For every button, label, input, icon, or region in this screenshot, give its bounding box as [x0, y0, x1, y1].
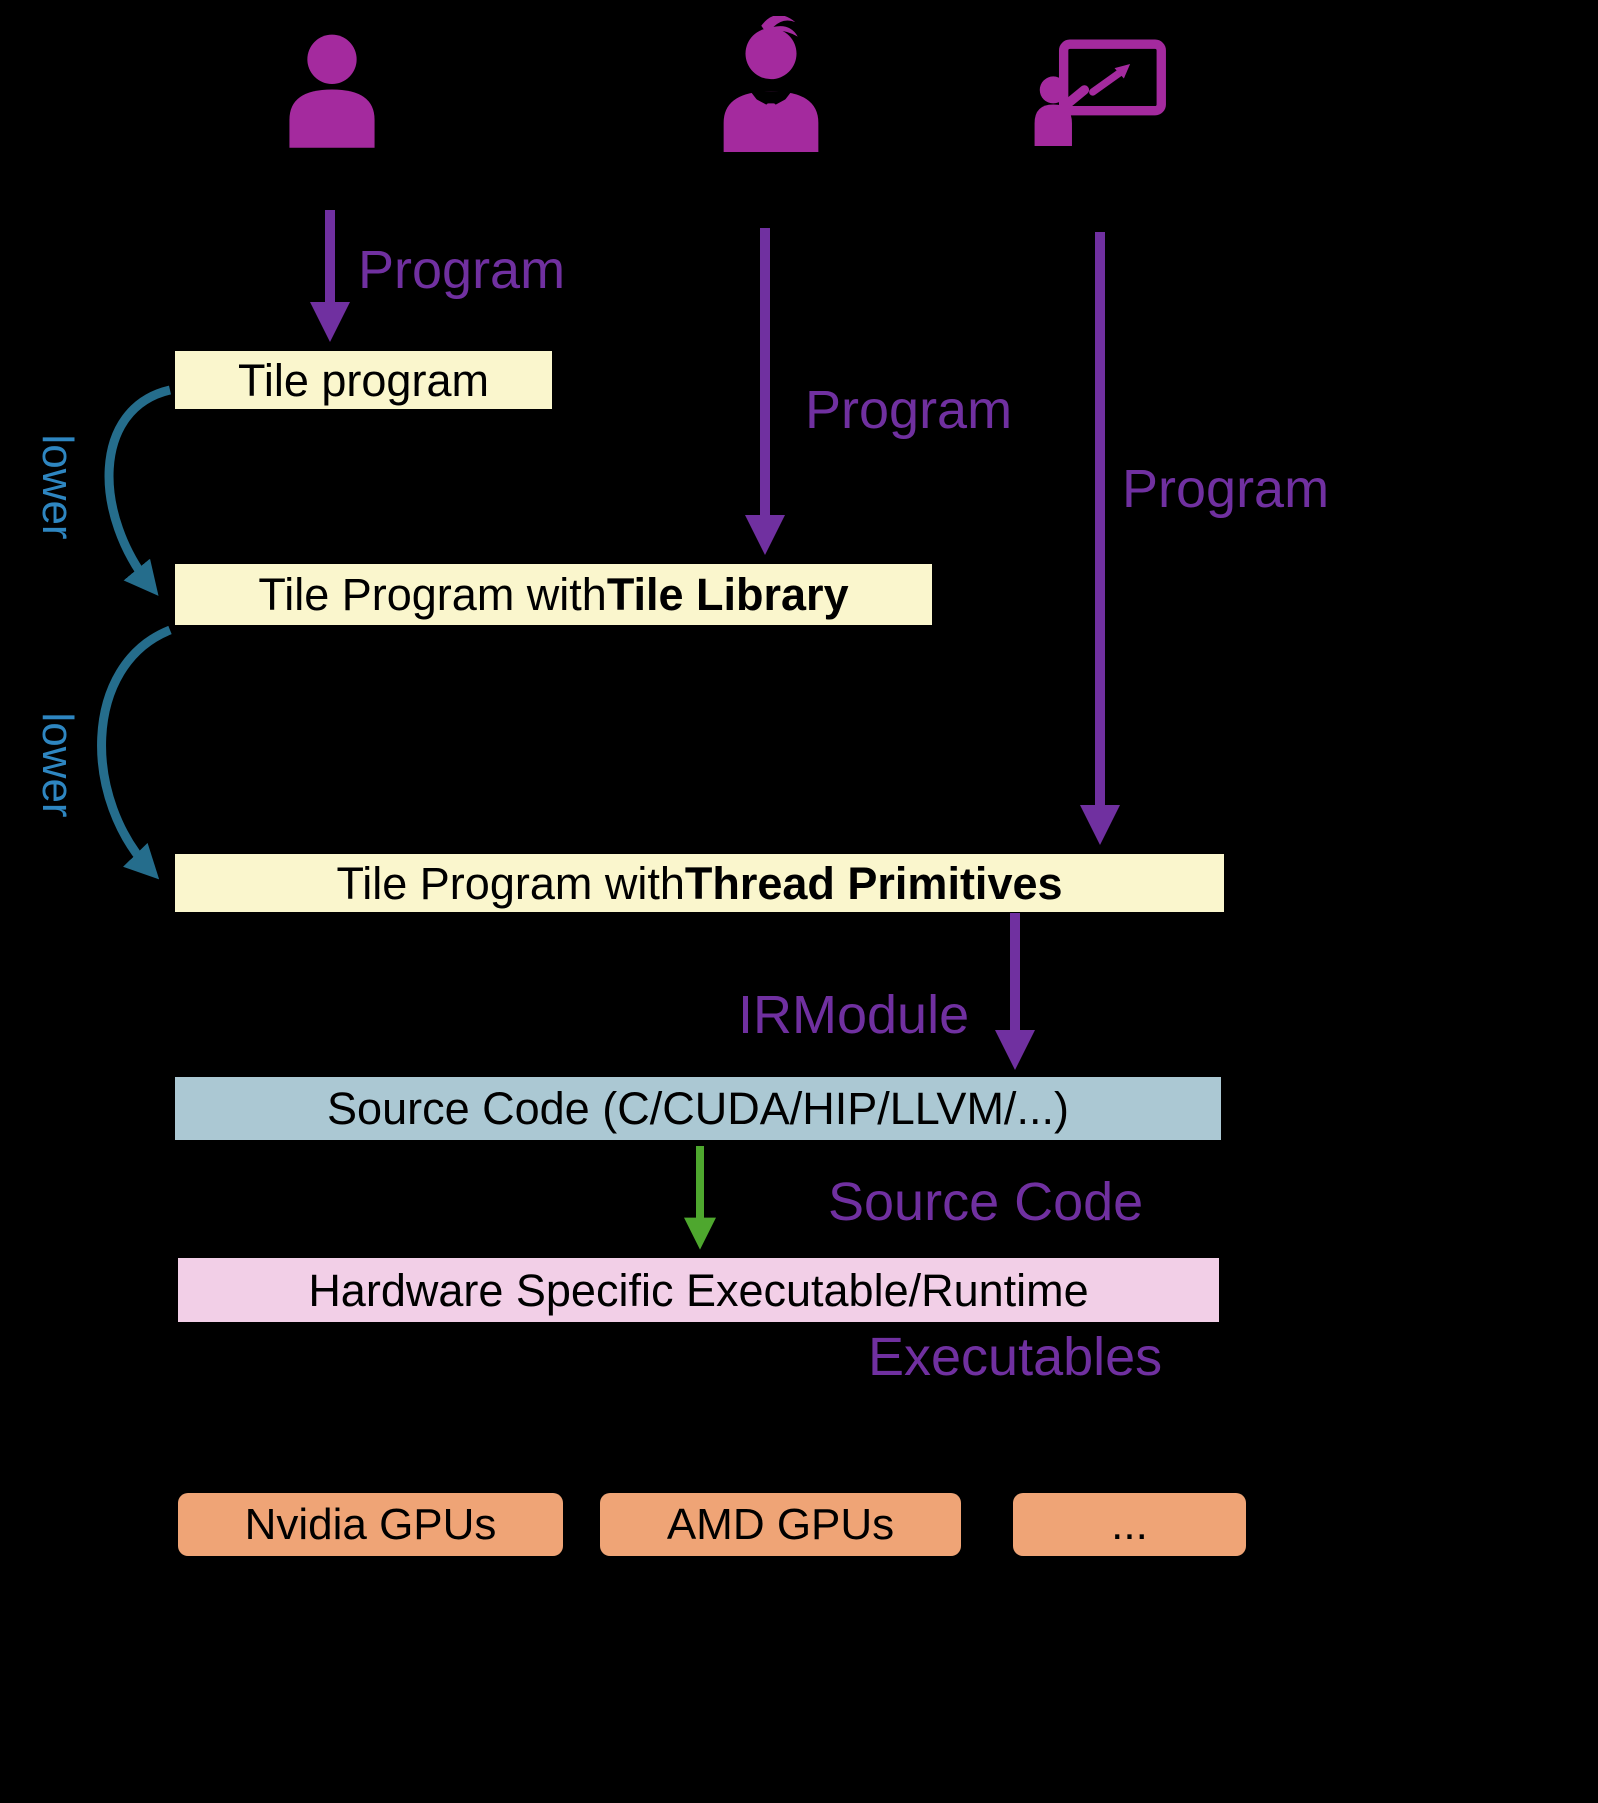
thread-primitives-bold: Thread Primitives: [684, 857, 1063, 909]
source-code-text: Source Code (C/CUDA/HIP/LLVM/...): [327, 1083, 1069, 1134]
source-code-label: Source Code: [828, 1172, 1144, 1232]
thread-primitives-box: Tile Program with Thread Primitives: [175, 854, 1224, 912]
presenter-board-icon: [1034, 39, 1166, 146]
target-other-text: ...: [1111, 1499, 1148, 1549]
irmodule-label: IRModule: [738, 985, 970, 1045]
tile-program-box: Tile program: [175, 351, 552, 409]
tile-library-bold: Tile Library: [606, 569, 849, 620]
target-amd-gpus: AMD GPUs: [600, 1493, 961, 1556]
program-label-2: Program: [805, 380, 1013, 440]
lower-label-2: lower: [33, 712, 82, 818]
lower-arrow-1: [104, 385, 172, 596]
executables-label: Executables: [868, 1327, 1163, 1387]
target-amd-text: AMD GPUs: [666, 1499, 895, 1549]
program-label-3: Program: [1122, 459, 1330, 519]
target-nvidia-gpus: Nvidia GPUs: [178, 1493, 563, 1556]
target-other: ...: [1013, 1493, 1246, 1556]
lower-arrow-2: [97, 625, 172, 880]
tile-program-text: Tile program: [238, 354, 489, 406]
target-nvidia-text: Nvidia GPUs: [244, 1499, 497, 1549]
hardware-box: Hardware Specific Executable/Runtime: [178, 1258, 1219, 1322]
source-code-box: Source Code (C/CUDA/HIP/LLVM/...): [175, 1077, 1221, 1140]
lower-label-1: lower: [33, 434, 82, 540]
tile-library-prefix: Tile Program with: [258, 569, 607, 620]
person-bowtie-icon: [723, 16, 819, 152]
hardware-text: Hardware Specific Executable/Runtime: [308, 1264, 1089, 1316]
tile-library-box: Tile Program with Tile Library: [175, 564, 932, 625]
person-icon: [289, 34, 375, 148]
program-label-1: Program: [358, 240, 566, 300]
thread-primitives-prefix: Tile Program with: [336, 857, 685, 909]
